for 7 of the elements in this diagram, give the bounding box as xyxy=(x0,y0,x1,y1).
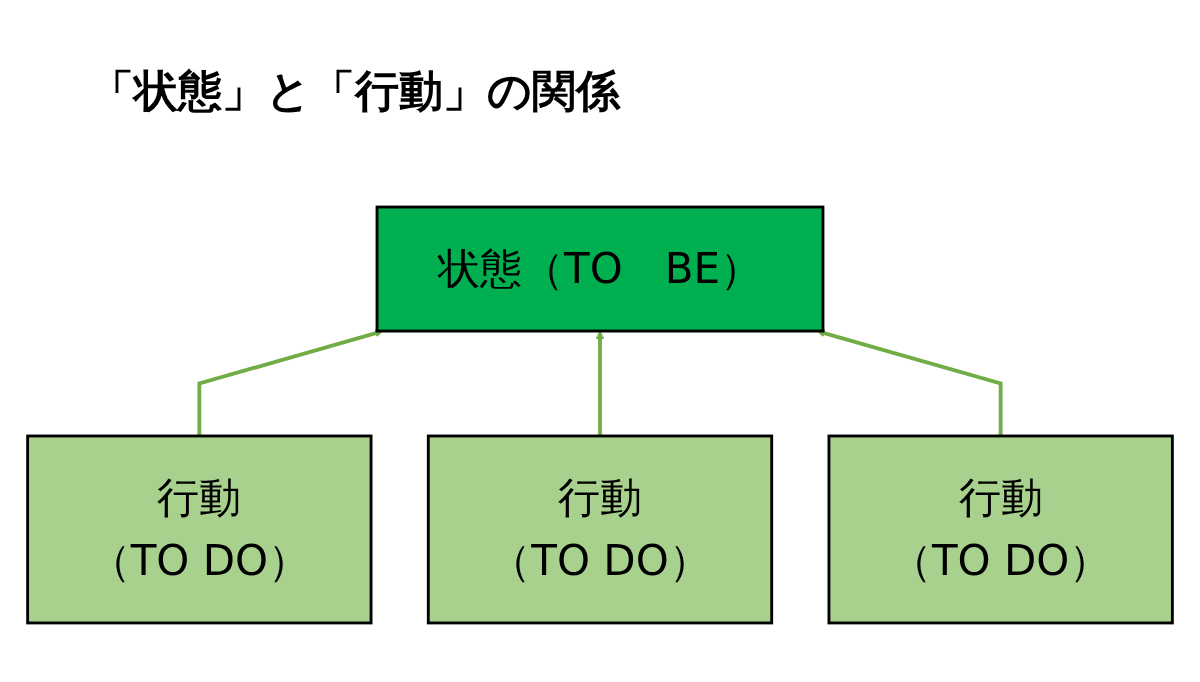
node-box: 行動 （TO DO） xyxy=(26,434,373,625)
node-box: 行動 （TO DO） xyxy=(827,434,1174,625)
arrow xyxy=(197,329,384,436)
arrow xyxy=(816,329,1003,436)
node-box: 状態（TO BE） xyxy=(375,205,825,333)
node-box: 行動 （TO DO） xyxy=(426,434,774,625)
diagram-title: 「状態」と「行動」の関係 xyxy=(90,64,620,118)
